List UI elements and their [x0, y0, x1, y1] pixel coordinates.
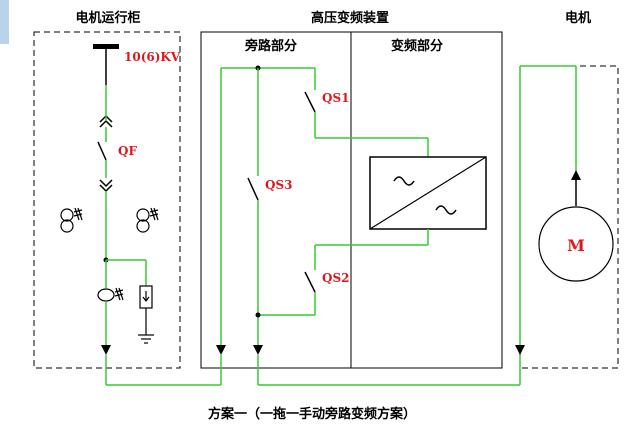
section-bypass: 旁路部分 — [244, 38, 297, 54]
surge-arrester-icon — [138, 285, 154, 344]
bus-voltage-label: 10(6)KV — [124, 50, 181, 64]
breaker-bottom-contact — [99, 179, 113, 188]
cabinet-output-arrow — [101, 345, 111, 355]
inverter-block — [369, 156, 487, 230]
cabinet-box — [33, 31, 181, 369]
switch-qs1-blade — [304, 91, 316, 113]
switch-qs2-blade — [304, 271, 316, 293]
accent-bar — [0, 0, 9, 44]
breaker-qf-blade — [97, 141, 107, 161]
current-transformer-left-icon — [60, 207, 83, 233]
diagram-caption: 方案一（一拖一手动旁路变频方案） — [208, 406, 416, 422]
current-transformer-bottom-icon — [97, 287, 124, 302]
title-motor: 电机 — [565, 10, 591, 26]
title-cabinet: 电机运行柜 — [75, 10, 140, 26]
switch-qs3-blade — [247, 177, 259, 201]
title-vfd: 高压变频装置 — [311, 10, 389, 26]
motor-icon — [538, 206, 614, 282]
current-transformer-right-icon — [136, 207, 159, 233]
ac-input-wave-icon — [393, 176, 415, 186]
junction-vfd-bottom — [255, 312, 261, 318]
motor-feed-arrow — [571, 170, 581, 180]
motor-input-arrow — [515, 345, 525, 355]
motor-letter: M — [567, 236, 585, 255]
bus-bar — [93, 44, 119, 49]
switch-qs1-label: QS1 — [322, 91, 349, 105]
ac-output-wave-icon — [435, 205, 457, 215]
section-inverter: 变频部分 — [391, 38, 443, 54]
switch-qs3-label: QS3 — [265, 178, 292, 192]
vfd-input-arrow — [216, 345, 226, 355]
vfd-output-arrow — [253, 345, 263, 355]
breaker-qf-label: QF — [118, 144, 137, 158]
switch-qs2-label: QS2 — [322, 271, 349, 285]
